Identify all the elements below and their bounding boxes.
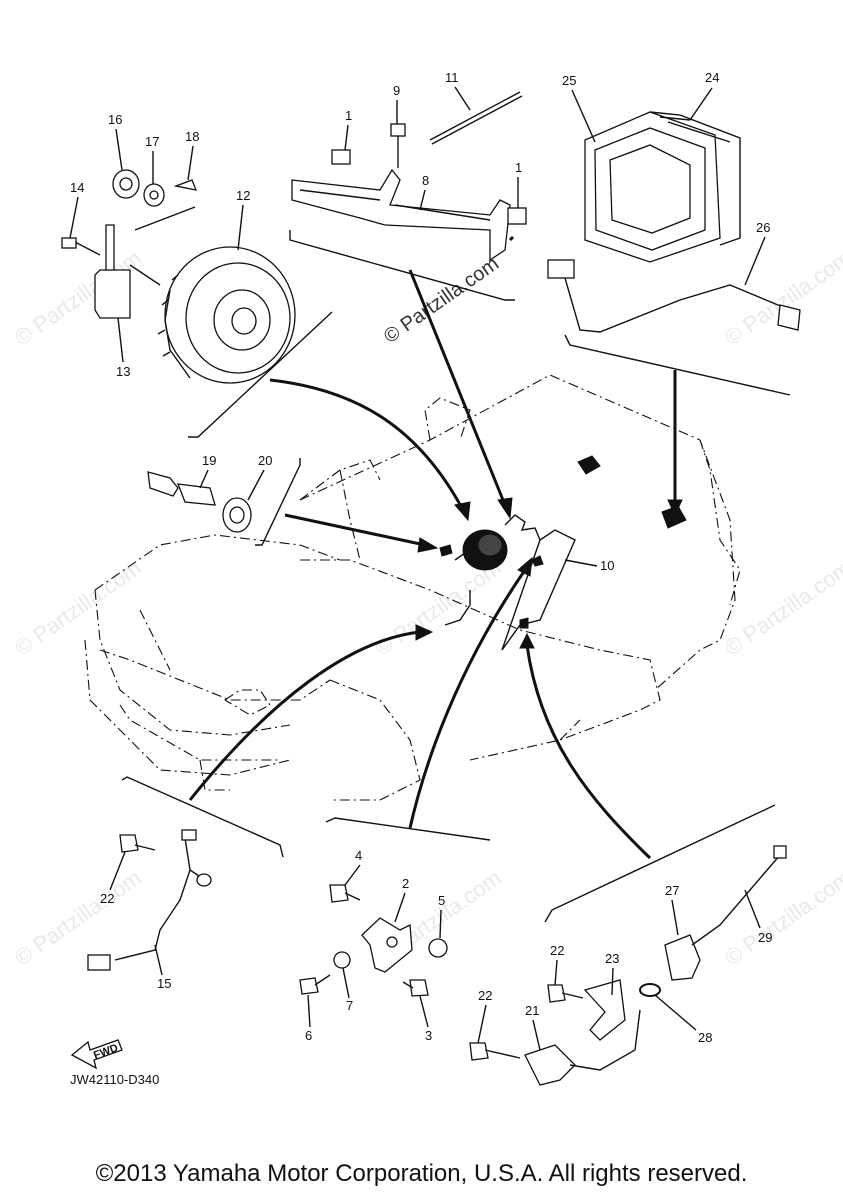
- callout-20: 20: [258, 453, 272, 468]
- callout-14: 14: [70, 180, 84, 195]
- callout-25: 25: [562, 73, 576, 88]
- bracket-parts-2to7: [299, 884, 448, 997]
- callout-22: 22: [100, 891, 114, 906]
- callout-5: 5: [438, 893, 445, 908]
- callout-24: 24: [705, 70, 719, 85]
- callout-2: 2: [402, 876, 409, 891]
- diagram-code: JW42110-D340: [70, 1072, 160, 1087]
- body-panel-marker: [577, 455, 601, 475]
- ignition-coil-parts: [61, 169, 198, 319]
- callout-26: 26: [756, 220, 770, 235]
- callout-16: 16: [108, 112, 122, 127]
- boot-parts: [584, 111, 741, 263]
- callout-22: 22: [478, 988, 492, 1003]
- switch-parts: [469, 845, 787, 1086]
- callout-21: 21: [525, 1003, 539, 1018]
- callout-22: 22: [550, 943, 564, 958]
- central-assembly: [439, 514, 576, 651]
- callout-29: 29: [758, 930, 772, 945]
- callout-12: 12: [236, 188, 250, 203]
- callout-13: 13: [116, 364, 130, 379]
- callout-1: 1: [515, 160, 522, 175]
- callout-23: 23: [605, 951, 619, 966]
- callout-11: 11: [445, 70, 459, 85]
- lead-wire-parts: [87, 829, 212, 971]
- callout-8: 8: [422, 173, 429, 188]
- vehicle-outline: [84, 374, 741, 801]
- callout-7: 7: [346, 998, 353, 1013]
- callout-9: 9: [393, 83, 400, 98]
- callout-6: 6: [305, 1028, 312, 1043]
- callout-1: 1: [345, 108, 352, 123]
- callout-4: 4: [355, 848, 362, 863]
- callout-17: 17: [145, 134, 159, 149]
- callout-3: 3: [425, 1028, 432, 1043]
- callout-15: 15: [157, 976, 171, 991]
- sub-harness-part: [547, 259, 801, 333]
- callout-labels: 1 1 9 11 8 25 24 26 16 17 18 14 12 13 19…: [69, 70, 772, 1051]
- callout-10: 10: [600, 558, 614, 573]
- callout-28: 28: [698, 1030, 712, 1045]
- leader-arrows: [188, 235, 683, 860]
- fwd-label: FWD: [92, 1042, 120, 1062]
- flywheel-part: [157, 246, 296, 384]
- callout-18: 18: [185, 129, 199, 144]
- group-brackets: [121, 230, 791, 923]
- callout-27: 27: [665, 883, 679, 898]
- sensor-parts: [147, 471, 252, 533]
- callout-19: 19: [202, 453, 216, 468]
- copyright-notice: ©2013 Yamaha Motor Corporation, U.S.A. A…: [95, 1160, 748, 1187]
- fwd-arrow-icon: FWD: [70, 1039, 123, 1070]
- mounting-bracket-parts: [291, 91, 527, 262]
